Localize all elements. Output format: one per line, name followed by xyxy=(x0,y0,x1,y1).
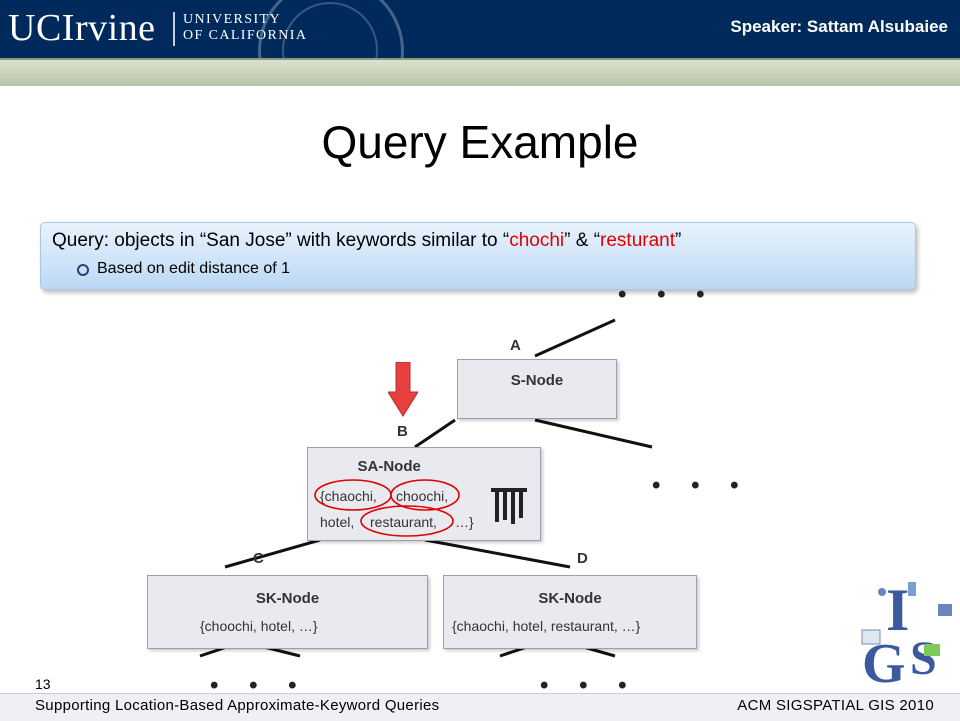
speaker-label: Speaker: Sattam Alsubaiee xyxy=(730,17,948,36)
footer-bar xyxy=(0,693,960,721)
query-text: Query: objects in “San Jose” with keywor… xyxy=(52,230,681,252)
footer-title: Supporting Location-Based Approximate-Ke… xyxy=(35,697,440,714)
sa-node-keyword-chaochi: {chaochi, xyxy=(320,488,377,504)
uc-irvine-logo: UCIrvine xyxy=(8,7,156,49)
bullet-text: Based on edit distance of 1 xyxy=(97,260,291,277)
sk-node-right-keywords: {chaochi, hotel, restaurant, …} xyxy=(452,618,641,634)
s-node-title: S-Node xyxy=(510,372,564,389)
query-mid: ” & “ xyxy=(564,230,601,251)
page-number: 13 xyxy=(35,676,51,692)
svg-text:S: S xyxy=(910,632,937,685)
query-suffix: ” xyxy=(675,230,682,251)
label-a: A xyxy=(510,337,521,354)
bullet-item: Based on edit distance of 1 xyxy=(77,260,291,278)
ellipsis-right: • • • xyxy=(652,472,751,499)
header-bar: UCIrvine UNIVERSITY OF CALIFORNIA Speake… xyxy=(0,0,960,124)
query-keyword-1: chochi xyxy=(509,230,565,251)
query-keyword-2: resturant xyxy=(600,230,676,251)
highlight-choochi xyxy=(390,479,460,511)
sk-node-right-title: SK-Node xyxy=(538,590,602,607)
header-stripe xyxy=(0,58,960,86)
bullet-icon xyxy=(77,264,89,276)
label-d: D xyxy=(577,550,588,567)
sa-node-keyword-etc: …} xyxy=(455,514,474,530)
logo-university-line2: OF CALIFORNIA xyxy=(183,28,308,43)
igs-logo-icon: I G S xyxy=(861,578,952,688)
ellipsis-top: • • • xyxy=(618,281,717,308)
highlight-chaochi xyxy=(314,479,392,511)
query-box: Query: objects in “San Jose” with keywor… xyxy=(40,222,916,290)
sk-node-left: SK-Node {choochi, hotel, …} xyxy=(147,575,428,649)
logo-university-line1: UNIVERSITY xyxy=(183,12,281,27)
sk-node-left-keywords: {choochi, hotel, …} xyxy=(200,618,318,634)
edge-b-left xyxy=(414,418,456,449)
svg-text:I: I xyxy=(886,578,909,643)
sk-node-right: SK-Node {chaochi, hotel, restaurant, …} xyxy=(443,575,697,649)
sk-node-left-title: SK-Node xyxy=(255,590,320,607)
university-of-california-logo: UNIVERSITY OF CALIFORNIA xyxy=(183,12,307,44)
sa-node-keyword-restaurant: restaurant, xyxy=(370,514,437,530)
edge-c xyxy=(224,538,321,569)
edge-d xyxy=(424,538,571,569)
university-seal-inner-icon xyxy=(282,2,378,98)
sa-node-title: SA-Node xyxy=(357,458,421,475)
s-node: S-Node xyxy=(457,359,617,419)
slide-title: Query Example xyxy=(321,116,639,168)
highlight-restaurant xyxy=(360,505,454,537)
sa-node: SA-Node {chaochi, choochi, hotel, restau… xyxy=(307,447,541,541)
sa-node-keyword-hotel: hotel, xyxy=(320,514,355,530)
logo-divider xyxy=(173,12,175,46)
footer-conference: ACM SIGSPATIAL GIS 2010 xyxy=(737,697,934,714)
down-arrow-icon xyxy=(388,362,418,417)
label-c: C xyxy=(253,550,264,567)
label-b: B xyxy=(397,423,408,440)
query-prefix: Query: objects in “San Jose” with keywor… xyxy=(52,230,510,251)
edge-b-right xyxy=(534,418,653,449)
sa-node-keyword-choochi: choochi, xyxy=(396,488,449,504)
edge-root-a xyxy=(534,318,616,358)
column-index-icon xyxy=(491,488,527,524)
